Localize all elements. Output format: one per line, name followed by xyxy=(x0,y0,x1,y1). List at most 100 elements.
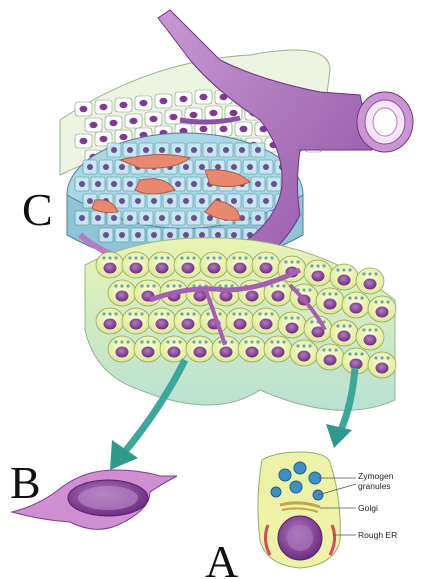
acinar-cell-nucleus xyxy=(324,355,337,366)
zymogen-granule xyxy=(290,316,293,319)
label-rough-er: Rough ER xyxy=(358,530,397,540)
islet-cell-nucleus xyxy=(191,215,197,221)
acinar-cell-nucleus xyxy=(116,291,129,302)
islet-cell-nucleus xyxy=(183,232,189,238)
islet-cell-nucleus xyxy=(119,198,125,204)
zymogen-granule xyxy=(362,328,365,331)
bg-cell-nucleus xyxy=(140,100,148,106)
islet-cell-nucleus xyxy=(103,164,109,170)
bg-cell-nucleus xyxy=(220,126,228,132)
bg-cell-nucleus xyxy=(180,96,188,102)
bg-cell-nucleus xyxy=(120,134,128,140)
islet-cell-nucleus xyxy=(167,232,173,238)
islet-cell-nucleus xyxy=(95,215,101,221)
islet-cell-nucleus xyxy=(215,232,221,238)
bg-cell-nucleus xyxy=(80,138,88,144)
islet-cell-nucleus xyxy=(127,181,133,187)
zymogen-granule xyxy=(166,340,169,343)
acinar-tissue xyxy=(85,238,396,411)
zymogen-granule xyxy=(224,284,227,287)
zymogen-granule xyxy=(334,292,337,295)
acinar-cell-nucleus xyxy=(130,319,143,330)
islet-cell-nucleus xyxy=(199,164,205,170)
islet-cell-nucleus xyxy=(95,181,101,187)
bg-cell-nucleus xyxy=(80,106,88,112)
islet-cell-nucleus xyxy=(159,147,165,153)
islet-cell-nucleus xyxy=(175,181,181,187)
zymogen-granule xyxy=(244,312,247,315)
zymogen-granule xyxy=(238,312,241,315)
zymogen-granule xyxy=(282,340,285,343)
bg-cell-nucleus xyxy=(150,116,158,122)
zymogen-granule xyxy=(178,284,181,287)
zymogen-granule xyxy=(244,256,247,259)
zymogen-granule xyxy=(218,340,221,343)
zymogen-granule xyxy=(322,348,325,351)
islet-cell-nucleus xyxy=(111,147,117,153)
zymogen-granule xyxy=(180,312,183,315)
zymogen-granule xyxy=(374,300,377,303)
zymogen-granule xyxy=(334,348,337,351)
islet-cell-nucleus xyxy=(143,215,149,221)
islet-cell-nucleus xyxy=(175,215,181,221)
zymogen-granule xyxy=(348,296,351,299)
zymogen-granule xyxy=(140,340,143,343)
islet-cell-nucleus xyxy=(119,164,125,170)
bg-cell-nucleus xyxy=(110,120,118,126)
islet-cell-nucleus xyxy=(183,198,189,204)
acinar-cell-nucleus xyxy=(234,263,247,274)
acinar-cell-nucleus xyxy=(350,359,363,370)
acinar-cell-nucleus xyxy=(234,319,247,330)
islet-cell-nucleus xyxy=(231,198,237,204)
zymogen-granule xyxy=(282,284,285,287)
zymogen-granule xyxy=(258,312,261,315)
zymogen-granule xyxy=(322,292,325,295)
zymogen-granule xyxy=(166,312,169,315)
acinar-cell-nucleus xyxy=(376,363,389,374)
zymogen-granule xyxy=(264,256,267,259)
bg-cell-nucleus xyxy=(100,104,108,110)
bg-cell-nucleus xyxy=(100,136,108,142)
zymogen-granule xyxy=(146,284,149,287)
islet-cell-nucleus xyxy=(263,164,269,170)
bg-cell-nucleus xyxy=(200,94,208,100)
label-A: A xyxy=(205,536,238,579)
zymogen-granule xyxy=(362,272,365,275)
acinar-cell-nucleus xyxy=(364,335,377,346)
zymogen-granule xyxy=(386,356,389,359)
zymogen-granule xyxy=(192,312,195,315)
islet-cell-nucleus xyxy=(223,147,229,153)
acinar-cell-nucleus xyxy=(324,299,337,310)
acinar-cell-nucleus xyxy=(104,263,117,274)
zymogen-granule xyxy=(380,356,383,359)
islet-cell-nucleus xyxy=(111,181,117,187)
islet-cell-nucleus xyxy=(87,164,93,170)
zymogen-granule xyxy=(276,340,279,343)
zymogen-granule xyxy=(152,340,155,343)
islet-cell-nucleus xyxy=(199,232,205,238)
zymogen-granule xyxy=(186,256,189,259)
zymogen-granule xyxy=(114,312,117,315)
islet-cell-nucleus xyxy=(263,198,269,204)
acinar-cell-nucleus xyxy=(272,291,285,302)
islet-cell-nucleus xyxy=(135,232,141,238)
islet-cell-nucleus xyxy=(255,181,261,187)
zymogen-granule xyxy=(270,256,273,259)
zymogen-granule xyxy=(336,268,339,271)
islet-cell-nucleus xyxy=(175,147,181,153)
zymogen-granule xyxy=(160,312,163,315)
zymogen-granule xyxy=(154,256,157,259)
zymogen-granule xyxy=(308,288,311,291)
acinar-cell-nucleus xyxy=(130,263,143,274)
zymogen-granule xyxy=(264,312,267,315)
zymogen-granule xyxy=(218,256,221,259)
zymogen-granule xyxy=(140,312,143,315)
acinar-cell-A xyxy=(258,452,356,568)
islet-cell-nucleus xyxy=(167,198,173,204)
islet-cell-nucleus xyxy=(143,147,149,153)
label-B: B xyxy=(10,457,41,508)
islet-cell-nucleus xyxy=(247,164,253,170)
zymogen-granule xyxy=(120,284,123,287)
islet-cell-nucleus xyxy=(247,198,253,204)
islet-cell-nucleus xyxy=(255,215,261,221)
